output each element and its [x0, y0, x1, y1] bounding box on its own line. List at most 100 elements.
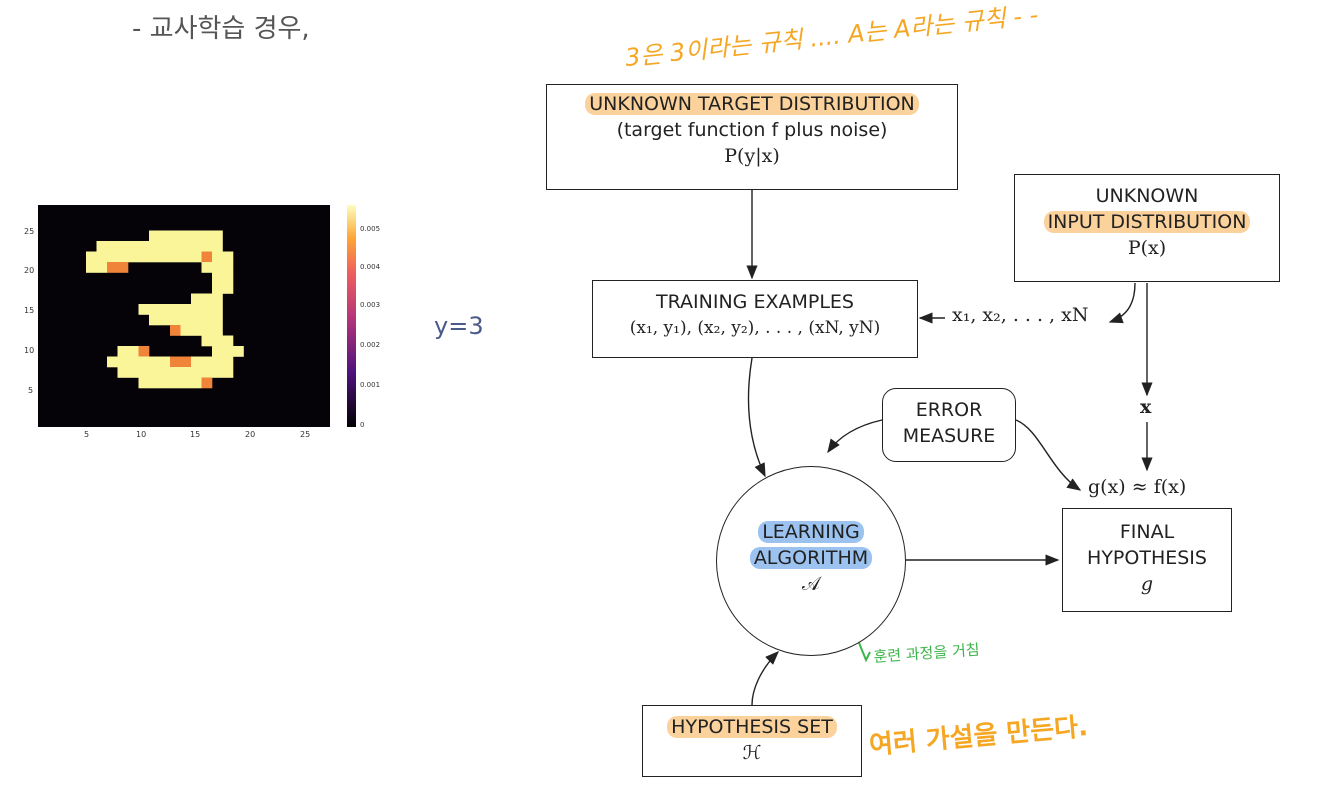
heatmap-y-ticks: 25 20 15 10 5 — [24, 227, 34, 395]
digit-pixel — [212, 325, 223, 336]
digit-pixel — [212, 346, 223, 357]
digit-pixel — [149, 377, 160, 389]
digit-pixel — [96, 241, 108, 252]
digit-pixel — [159, 356, 171, 368]
digit-pixel — [149, 356, 160, 368]
digit-pixel — [222, 251, 234, 263]
training-title: TRAINING EXAMPLES — [656, 291, 854, 313]
digit-pixel — [180, 356, 192, 368]
digit-pixel — [138, 356, 150, 368]
digit-pixel — [117, 241, 129, 252]
colorbar-ticks: 0.005 0.004 0.003 0.002 0.001 0 — [360, 225, 381, 429]
error-line1: ERROR — [915, 399, 983, 421]
x-tick: 20 — [245, 430, 255, 439]
digit-pixel — [191, 314, 202, 326]
colorbar — [347, 205, 356, 427]
digit-pixel — [107, 356, 118, 368]
digit-pixel — [222, 272, 234, 284]
target-subtitle: (target function f plus noise) — [616, 119, 888, 141]
heatmap-x-ticks: 5 10 15 20 25 — [84, 430, 310, 439]
digit-pixel — [191, 230, 202, 242]
digit-pixel — [96, 262, 108, 273]
digit-pixel — [201, 356, 213, 368]
digit-pixel — [222, 356, 234, 368]
digit-pixel — [117, 262, 129, 273]
algorithm-line1: LEARNING — [758, 521, 864, 543]
digit-pixel — [191, 293, 202, 305]
digit-pixel — [138, 304, 150, 315]
approx-label: g(x) ≈ f(x) — [1088, 476, 1187, 498]
final-line1: FINAL — [1119, 521, 1175, 543]
digit-pixel — [212, 356, 223, 368]
training-formula: (x₁, y₁), (x₂, y₂), . . . , (xN, yN) — [629, 318, 881, 338]
green-annotation: 훈련 과정을 거침 — [873, 641, 980, 666]
x-label: x — [1140, 396, 1152, 418]
training-to-algorithm-arrow — [747, 357, 766, 478]
digit-pixel — [159, 377, 171, 389]
y-tick: 10 — [24, 346, 34, 355]
samples-label: x₁, x₂, . . . , xN — [952, 304, 1089, 326]
training-examples-box: TRAINING EXAMPLES (x₁, y₁), (x₂, y₂), . … — [592, 280, 918, 358]
digit-pixel — [170, 367, 181, 378]
digit-pixel — [191, 304, 202, 315]
digit-pixel — [128, 367, 139, 378]
digit-pixel — [212, 230, 223, 242]
digit-pixel — [191, 367, 202, 378]
digit-pixel — [180, 304, 192, 315]
digit-pixel — [159, 230, 171, 242]
x-tick: 10 — [136, 430, 146, 439]
digit-pixel — [107, 262, 118, 273]
digit-pixel — [180, 325, 192, 336]
digit-pixel — [159, 241, 171, 252]
hypset-title: HYPOTHESIS SET — [667, 716, 837, 738]
digit-pixel — [180, 241, 192, 252]
digit-pixel — [149, 251, 160, 263]
digit-pixel — [201, 262, 213, 273]
target-title: UNKNOWN TARGET DISTRIBUTION — [585, 93, 919, 115]
digit-pixel — [180, 251, 192, 263]
digit-pixel — [191, 241, 202, 252]
digit-pixel — [117, 251, 129, 263]
digit-pixel — [170, 230, 181, 242]
digit-pixel — [201, 293, 213, 305]
digit-pixel — [212, 335, 223, 347]
cbar-tick: 0.005 — [360, 225, 380, 233]
hypset-to-algorithm-arrow — [751, 651, 779, 706]
input-formula: P(x) — [1127, 237, 1167, 259]
target-distribution-box: UNKNOWN TARGET DISTRIBUTION (target func… — [546, 84, 958, 190]
final-line2: HYPOTHESIS — [1087, 547, 1207, 569]
digit-pixel — [191, 325, 202, 336]
top-annotation: 3은 3이라는 규칙 .... A는 A라는 규칙 - - — [624, 1, 1040, 72]
digit-pixel — [170, 241, 181, 252]
learning-algorithm-circle: LEARNING ALGORITHM 𝒜 — [716, 466, 906, 656]
y-label: y=3 — [434, 312, 484, 340]
digit-pixel — [212, 293, 223, 305]
cbar-tick: 0.004 — [360, 263, 381, 271]
digit-pixel — [86, 251, 97, 263]
cbar-tick: 0.002 — [360, 341, 380, 349]
digit-pixel — [222, 283, 234, 294]
digit-pixel — [212, 241, 223, 252]
digit-pixel — [107, 251, 118, 263]
final-symbol: g — [1140, 573, 1154, 595]
digit-pixel — [191, 251, 202, 263]
digit-pixel — [201, 325, 213, 336]
error-to-approx-arrow — [1015, 419, 1082, 491]
digit-pixel — [138, 377, 150, 389]
hypothesis-set-box: HYPOTHESIS SET ℋ — [642, 705, 862, 777]
digit-pixel — [159, 314, 171, 326]
digit-pixel — [138, 251, 150, 263]
digit-pixel — [201, 251, 213, 263]
digit-pixel — [180, 314, 192, 326]
digit-pixel — [222, 367, 234, 378]
digit-pixel — [149, 241, 160, 252]
digit-pixel — [170, 251, 181, 263]
digit-pixel — [159, 304, 171, 315]
hypset-symbol: ℋ — [742, 742, 762, 764]
digit-pixel — [149, 230, 160, 242]
digit-pixel — [149, 314, 160, 326]
digit-pixel — [212, 314, 223, 326]
digit-pixel — [128, 356, 139, 368]
digit-cells — [86, 230, 244, 389]
